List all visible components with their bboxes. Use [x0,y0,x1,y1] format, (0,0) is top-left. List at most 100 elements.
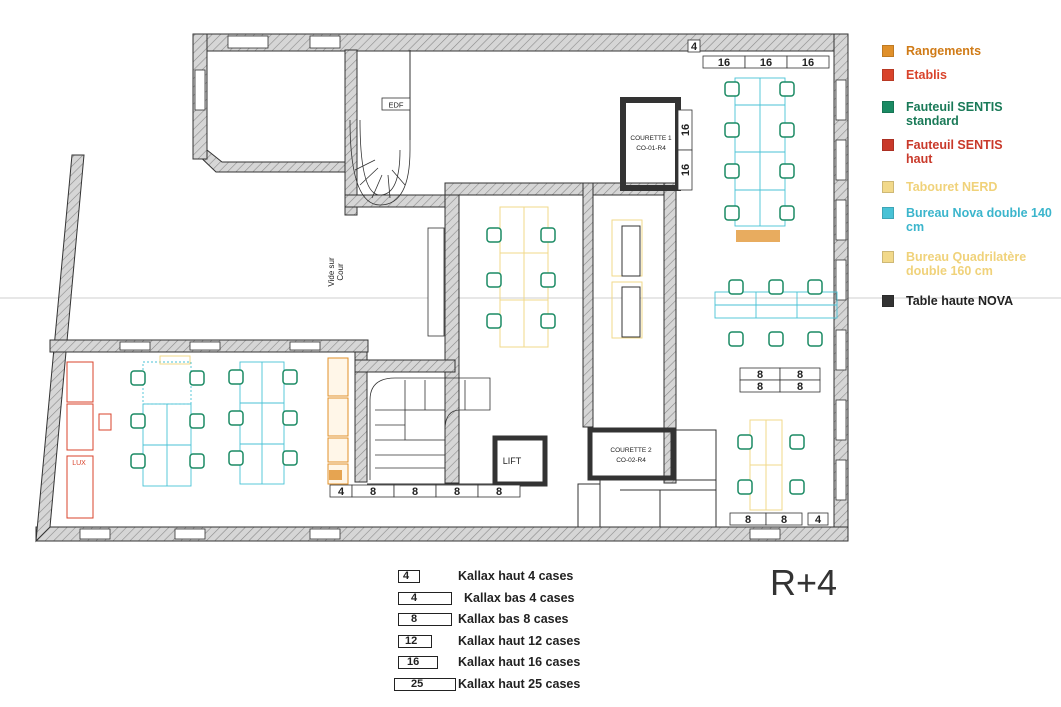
kallax-unit: 8 [729,512,767,526]
legend-item-tabouret-nerd: Tabouret NERD [878,180,1058,206]
kallax-count: 8 [412,486,418,498]
kallax-count: 8 [797,369,803,381]
kallax-unit: 8 [351,484,395,498]
kallax-count: 16 [802,57,814,69]
kallax-code: 16 [398,656,438,669]
chair-icon [228,450,244,466]
chair-icon [779,122,795,138]
legend-label: Fauteuil SENTIS haut [906,138,1003,166]
kallax-unit: 8 [393,484,437,498]
courette-2-code: CO-02-R4 [616,457,646,464]
swatch-icon [882,45,894,57]
chair-icon [789,434,805,450]
kallax-unit: 16 [677,149,693,191]
kallax-unit: 4 [807,512,829,526]
table-haute-nova [621,225,641,338]
kallax-code: 8 [398,613,452,626]
kallax-unit: 8 [779,379,821,393]
legend-item-rangements: Rangements [878,44,1058,68]
chair-icon [737,479,753,495]
chair-icon [737,434,753,450]
kallax-unit: 8 [477,484,521,498]
legend-label: Table haute NOVA [906,294,1014,308]
spiral-stair-icon [349,119,411,206]
kallax-unit: 8 [739,379,781,393]
edf-label: EDF [389,101,404,110]
chair-icon [228,369,244,385]
chair-icon [486,227,502,243]
chair-icon [779,163,795,179]
legend-item-fauteuil-standard: Fauteuil SENTIS standard [878,100,1016,138]
swatch-icon [882,181,894,193]
chairs-sentis-standard [130,81,823,495]
chair-icon [282,450,298,466]
kallax-count: 16 [680,164,692,176]
kallax-count: 4 [338,486,345,498]
kallax-code: 12 [398,634,432,648]
chair-icon [768,279,784,295]
vide-sur-cour-label-2: Cour [336,263,345,281]
chair-icon [130,453,146,469]
kallax-legend-row: 8 Kallax bas 8 cases [392,612,632,635]
kallax-code: 25 [394,677,456,691]
kallax-count: 16 [718,57,730,69]
kallax-count: 8 [757,381,763,393]
kallax-unit: 16 [677,109,693,151]
legend: Rangements Etablis Fauteuil SENTIS stand… [878,44,1058,314]
chair-icon [728,331,744,347]
kallax-count: 8 [496,486,502,498]
kallax-legend-row: 25 Kallax haut 25 cases [392,676,632,700]
courette-1-code: CO-01-R4 [636,145,666,152]
kallax-unit: 8 [739,367,781,381]
legend-item-fauteuil-haut: Fauteuil SENTIS haut [878,138,1016,180]
courette-1-label: COURETTE 1 [630,135,672,142]
kallax-count: 4 [691,41,698,53]
swatch-icon [882,69,894,81]
kallax-count: 4 [815,514,822,526]
kallax-legend-row: 16 Kallax haut 16 cases [392,655,632,678]
chair-icon [282,369,298,385]
chair-icon [779,81,795,97]
kallax-unit: 4 [687,39,701,53]
kallax-unit: 8 [779,367,821,381]
legend-label: Bureau Nova double 140 cm [906,206,1052,234]
kallax-unit: 16 [744,55,788,69]
level-label: R+4 [770,562,838,603]
chair-icon [486,313,502,329]
chair-icon [724,81,740,97]
kallax-label: Kallax haut 12 cases [458,633,581,648]
kallax-count: 16 [760,57,772,69]
chair-icon [724,205,740,221]
chair-icon [189,453,205,469]
legend-label: Bureau Quadrilatère double 160 cm [906,250,1027,278]
kallax-label: Kallax bas 4 cases [464,590,575,605]
kallax-unit: 4 [329,484,353,498]
swatch-icon [882,207,894,219]
swatch-icon [882,251,894,263]
chair-icon [789,479,805,495]
chair-icon [282,410,298,426]
main-stair-icon [369,377,491,480]
kallax-code: 4 [398,570,420,583]
chair-icon [189,370,205,386]
kallax-count: 16 [680,124,692,136]
legend-item-bureau-nova: Bureau Nova double 140 cm [878,206,1061,250]
legend-label: Rangements [906,44,982,58]
chair-icon [724,163,740,179]
desks-quadrilatere [159,206,783,511]
kallax-label: Kallax haut 25 cases [458,676,581,691]
kallax-label: Kallax bas 8 cases [458,612,569,626]
kallax-count: 8 [781,514,787,526]
legend-item-table-haute-nova: Table haute NOVA [878,294,1058,314]
kallax-unit: 8 [435,484,479,498]
chair-icon [807,331,823,347]
legend-label: Tabouret NERD [906,180,998,194]
kallax-count: 8 [454,486,460,498]
chair-icon [768,331,784,347]
lift-label: LIFT [503,456,522,466]
etablis [66,361,112,519]
swatch-icon [882,139,894,151]
swatch-icon [882,101,894,113]
chair-icon [540,272,556,288]
